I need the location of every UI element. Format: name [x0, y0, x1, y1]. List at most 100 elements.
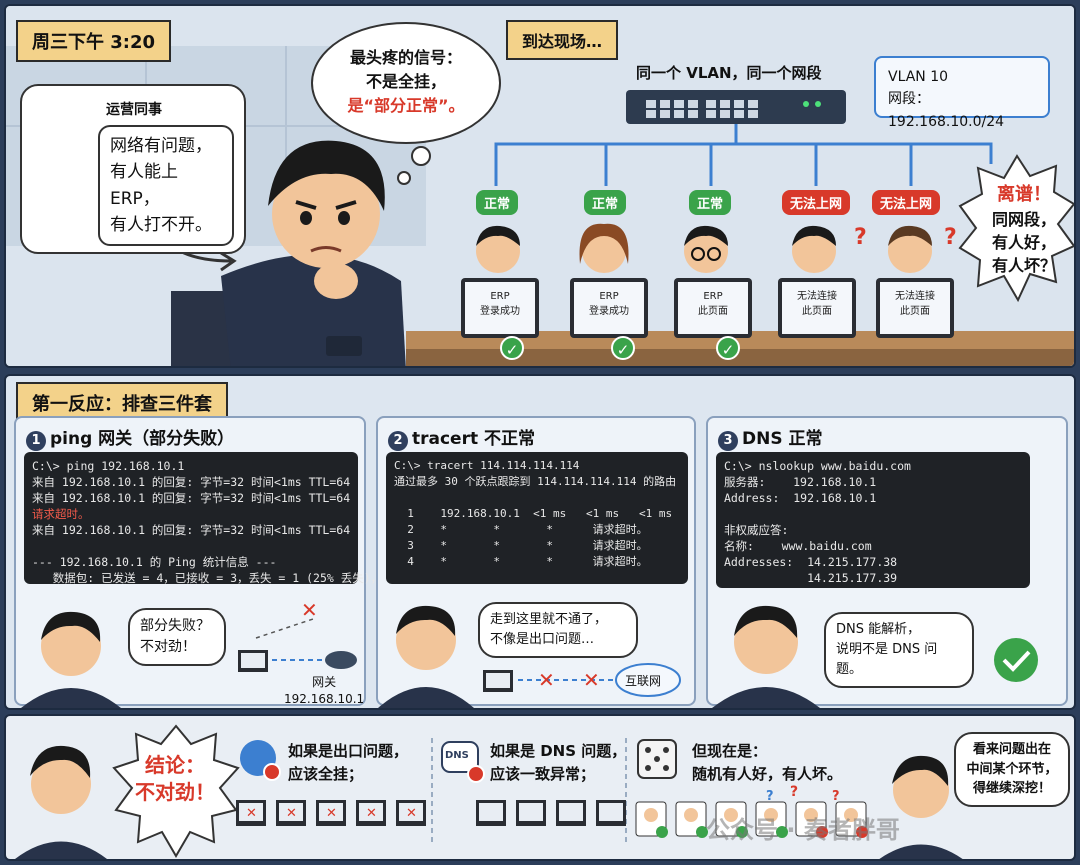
- tracert-title-text: tracert 不正常: [412, 429, 536, 449]
- gateway-name: 网关: [312, 675, 337, 689]
- ping-timeout-line: 请求超时。: [32, 507, 90, 521]
- thought-line: 不是全挂，: [365, 72, 446, 91]
- dns-illustration: [712, 605, 1038, 708]
- user-monitor: ERP 此页面: [674, 278, 752, 338]
- colleague-label: 运营同事: [106, 102, 162, 118]
- arrive-tag: 到达现场…: [506, 20, 619, 60]
- bubble-line: 不像是出口问题…: [490, 632, 595, 648]
- thought-line: 最头疼的信号：: [349, 48, 462, 67]
- status-badge: 正常: [689, 190, 732, 215]
- ping-output-tail: 来自 192.168.10.1 的回复: 字节=32 时间<1ms TTL=64…: [32, 523, 383, 585]
- reason-line: 应该一致异常；: [490, 765, 596, 784]
- reason-line: 如果是出口问题，: [288, 742, 409, 760]
- svg-text:✕: ✕: [406, 806, 417, 821]
- vlan-caption: 同一个 VLAN，同一个网段: [636, 64, 822, 82]
- question-mark-icon: ?: [944, 225, 957, 250]
- watermark: 公众号 · 奏者胖哥: [706, 816, 900, 844]
- svg-text:✕: ✕: [286, 806, 297, 821]
- colleague-line: 有人能上ERP，: [110, 162, 178, 209]
- random-users-row: ? ? ?: [635, 784, 868, 838]
- check-icon: ✓: [716, 336, 740, 360]
- ping-illustration: [21, 611, 357, 708]
- status-badge: 正常: [584, 190, 627, 215]
- scene-conclusion-panel: ✕✕✕✕✕ !!!! ? ? ? 结论： 不对劲！ 如果是出口问题，: [4, 714, 1076, 861]
- user-monitor: 无法连接此页面: [876, 278, 954, 338]
- absurd-text: 离谱！ 同网段， 有人好， 有人坏？: [984, 182, 1064, 278]
- scene-office-panel: ? ? 周三下午 3:20 到达现场… 运营同事 网络有问题， 有人能上ERP，…: [4, 4, 1076, 368]
- user-monitor: ERP 登录成功: [570, 278, 648, 338]
- step-number: 2: [388, 431, 408, 451]
- bubble-line: 说明不是 DNS 问题。: [836, 642, 938, 678]
- conclusion-illustration: ✕✕✕✕✕ !!!! ? ? ?: [15, 724, 963, 859]
- absurd-line: 有人好，: [991, 233, 1056, 253]
- colleague-bubble: 运营同事 网络有问题， 有人能上ERP， 有人打不开。: [20, 84, 246, 254]
- final-bubble: 看来问题出在 中间某个环节， 得继续深挖！: [954, 732, 1070, 807]
- x-icon: ✕: [301, 598, 318, 622]
- conclusion-line: 不对劲！: [135, 780, 215, 804]
- screen-line: 登录成功: [589, 306, 629, 317]
- vlan-info-box: VLAN 10 网段：192.168.10.0/24: [874, 56, 1050, 130]
- gateway-ip: 192.168.10.1: [284, 691, 365, 706]
- svg-text:?: ?: [766, 789, 774, 804]
- dns-terminal: C:\> nslookup www.baidu.com 服务器: 192.168…: [716, 452, 1030, 588]
- time-tag: 周三下午 3:20: [16, 20, 172, 62]
- svg-text:✕: ✕: [366, 806, 377, 821]
- svg-text:✕: ✕: [326, 806, 337, 821]
- screen-line: ERP: [703, 291, 723, 302]
- reason-line: 如果是 DNS 问题，: [490, 742, 627, 760]
- colleague-line: 有人打不开。: [110, 215, 212, 236]
- ping-title-text: ping 网关（部分失败）: [50, 429, 235, 449]
- dns-bubble: DNS 能解析， 说明不是 DNS 问题。: [824, 612, 974, 689]
- reason-line: 但现在是：: [692, 742, 768, 760]
- screen-line: 无法连接: [797, 291, 837, 302]
- x-icon: ✕: [583, 668, 600, 692]
- screen-line: 无法连接: [895, 291, 935, 302]
- reason-line: 随机有人好，有人坏。: [692, 765, 843, 784]
- colleague-line: 网络有问题，: [110, 136, 212, 156]
- absurd-title: 离谱！: [997, 184, 1051, 205]
- screen-line: 此页面: [802, 306, 832, 317]
- user-monitor: 无法连接此页面: [778, 278, 856, 338]
- screen-line: ERP: [599, 291, 619, 302]
- vlan-id: VLAN 10: [888, 69, 949, 85]
- svg-text:✕: ✕: [246, 806, 257, 821]
- tracert-terminal: C:\> tracert 114.114.114.114 通过最多 30 个跃点…: [386, 452, 688, 584]
- screen-line: 此页面: [900, 306, 930, 317]
- ping-bubble: 部分失败？ 不对劲！: [128, 608, 226, 666]
- absurd-burst: [958, 154, 1074, 303]
- dns-title-text: DNS 正常: [742, 429, 823, 449]
- bubble-line: 得继续深挖！: [972, 781, 1051, 796]
- svg-text:?: ?: [832, 789, 840, 804]
- status-badge: 无法上网: [872, 190, 941, 215]
- question-mark-icon: ?: [854, 225, 867, 250]
- bubble-line: 看来问题出在: [972, 742, 1051, 757]
- user-monitor: ERP 登录成功: [461, 278, 539, 338]
- thought-line-highlight: 是“部分正常”。: [347, 96, 465, 115]
- tracert-illustration: [378, 605, 681, 708]
- monitor-row-dns: [476, 800, 626, 826]
- screen-line: ERP: [490, 291, 510, 302]
- ping-output: C:\> ping 192.168.10.1 来自 192.168.10.1 的…: [32, 459, 351, 505]
- step-number: 3: [718, 431, 738, 451]
- status-badge: 正常: [476, 190, 519, 215]
- engineer-figure: [171, 140, 406, 366]
- bubble-line: DNS 能解析，: [836, 622, 921, 637]
- check-icon: ✓: [500, 336, 524, 360]
- conclusion-text: 结论： 不对劲！: [130, 752, 220, 806]
- bubble-line: 不对劲！: [140, 639, 196, 655]
- screen-line: 登录成功: [480, 306, 520, 317]
- step-number: 1: [26, 431, 46, 451]
- reason-line: 应该全挂；: [288, 765, 364, 784]
- tracert-bubble: 走到这里就不通了， 不像是出口问题…: [478, 602, 638, 659]
- screen-line: 此页面: [698, 306, 728, 317]
- gateway-label: 网关 192.168.10.1: [284, 674, 364, 708]
- internet-label: 互联网: [625, 674, 662, 688]
- vlan-subnet: 网段：192.168.10.0/24: [888, 91, 1005, 130]
- status-badge: 无法上网: [782, 190, 851, 215]
- absurd-line: 同网段，: [991, 210, 1056, 230]
